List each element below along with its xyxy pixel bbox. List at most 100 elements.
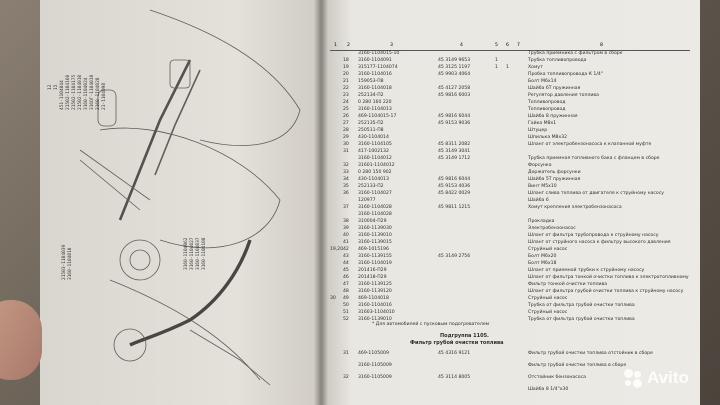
callout-label: 3160-1104108 <box>202 237 207 270</box>
cell-b: 51 <box>343 310 349 315</box>
callout-label: 21502-1104010 <box>78 74 83 110</box>
cell-code: 45 4127 2058 <box>438 86 471 91</box>
cell-num: 3160-1104028 <box>358 212 392 217</box>
cell-num: 120977 <box>358 198 376 203</box>
cell-desc: Шланг от фильтра грубой очистки топлива … <box>528 289 684 294</box>
cell-b: 40 <box>343 233 349 238</box>
cell-num: 252134-П2 <box>358 93 384 98</box>
cell-b: 43 <box>343 254 349 259</box>
cell-num: 159053-П8 <box>358 79 384 84</box>
cell-desc: Электробензонасос <box>528 226 576 231</box>
table-row: 120977 Шайба 6 <box>330 197 690 206</box>
cell-code: 45 8311 2082 <box>438 142 471 147</box>
cell-code: 45 9153 9036 <box>438 121 471 126</box>
cell-num: 252135-П2 <box>358 121 384 126</box>
table-header: 1 2 3 4 5 6 7 8 <box>330 42 690 51</box>
cell-desc: Шайба 8 1/4"х30 <box>528 387 569 392</box>
table-row: 3160-1104028 <box>330 211 690 220</box>
avito-wordmark: Avito <box>647 368 689 387</box>
callout-label: 3160-1104037 <box>196 237 201 270</box>
section-title: Фильтр грубой очистки топлива <box>410 340 504 346</box>
fuel-line-lower <box>189 329 271 386</box>
cell-num: 3160-1139015 <box>358 240 392 245</box>
fuel-line-branch-1 <box>79 149 151 201</box>
cell-q: 1 <box>495 65 498 70</box>
cell-num: 310004-П29 <box>358 219 387 224</box>
callout-label: 3160-1104024 <box>84 77 89 110</box>
header-col: 3 <box>390 43 393 48</box>
cell-desc: Фильтр грубой очистки топлива отстойник … <box>528 351 653 356</box>
table-footnote: * Для автомобилей с пусковым подогревате… <box>372 322 490 327</box>
cell-num: 201416-П29 <box>358 268 387 273</box>
cell-num: 3160-1104016 <box>358 303 392 308</box>
cell-code: 45 9816 6044 <box>438 114 471 119</box>
cell-desc: Фильтр грубой очистки топлива в сборе <box>528 363 627 368</box>
cell-num: 3160-1139125 <box>358 282 392 287</box>
avito-watermark: Avito <box>622 365 714 391</box>
cell-q2: 1 <box>506 65 509 70</box>
cell-desc: Шланг от приемной трубки к струйному нас… <box>528 268 645 273</box>
cell-b: 49 <box>343 296 349 301</box>
cell-desc: Пробка топливопровода К 1/4" <box>528 72 603 77</box>
cell-num: 31601-1104012 <box>358 163 395 168</box>
cell-desc: Винт М5х10 <box>528 184 557 189</box>
cell-desc: Шланг от электробензонасоса к клапанной … <box>528 142 652 147</box>
header-col: 1 <box>334 43 337 48</box>
cell-desc: Трубка от фильтра грубой очистки топлива <box>528 303 635 308</box>
cell-num: 430-1104013 <box>358 177 389 182</box>
cell-b: 29 <box>343 135 349 140</box>
cell-b: 24 <box>343 100 349 105</box>
cell-num: 469-1015196 <box>358 247 389 252</box>
cell-b: 30 <box>343 142 349 147</box>
cell-desc: Шайба 5Т пружинная <box>528 177 581 182</box>
book-gutter <box>314 0 328 405</box>
cell-num: 3160-1104013 <box>358 107 392 112</box>
cell-num: 3160-1105009 <box>358 375 392 380</box>
callout-label: 15 <box>54 84 59 90</box>
header-col: 8 <box>600 43 603 48</box>
cell-num: 417-1002132 <box>358 149 389 154</box>
cell-num: 430-1104014 <box>358 135 389 140</box>
cell-b: 20 <box>343 72 349 77</box>
cell-b: 25 <box>343 107 349 112</box>
cell-b: 48 <box>343 289 349 294</box>
pump-flange-inner <box>129 249 151 271</box>
cell-b: 37 <box>343 205 349 210</box>
cell-code: 45 3149 9653 <box>438 58 471 63</box>
cell-code: 45 3149 1712 <box>438 156 471 161</box>
cell-num: 201418-П29 <box>358 275 387 280</box>
cell-num: 469-1104018 <box>358 296 389 301</box>
cell-desc: Шайба 6 <box>528 198 549 203</box>
callout-label: 3160-1104028 <box>96 77 101 110</box>
cell-b: 38 <box>343 219 349 224</box>
cell-code: 45 9811 1215 <box>438 205 471 210</box>
cell-num: 3160-1104016 <box>358 72 392 77</box>
fuel-hose <box>129 239 252 347</box>
left-page <box>40 0 322 405</box>
cell-num: 250511-П8 <box>358 128 384 133</box>
callout-label: 21-1104098 <box>102 82 107 110</box>
cell-b: 21 <box>343 79 349 84</box>
cell-desc: Хомут <box>528 65 543 70</box>
cell-b: 18 <box>343 58 349 63</box>
cell-desc: Болт М6х20 <box>528 254 557 259</box>
cell-num: 315177-1104074 <box>358 65 398 70</box>
cell-desc: Болт М6х18 <box>528 261 557 266</box>
cell-b: 41 <box>343 240 349 245</box>
cell-desc: Шланг от фильтра тонкой очистки топлива … <box>528 275 689 280</box>
cell-num: 469-1105009 <box>358 351 389 356</box>
fuel-line-branch-2 <box>79 159 141 211</box>
